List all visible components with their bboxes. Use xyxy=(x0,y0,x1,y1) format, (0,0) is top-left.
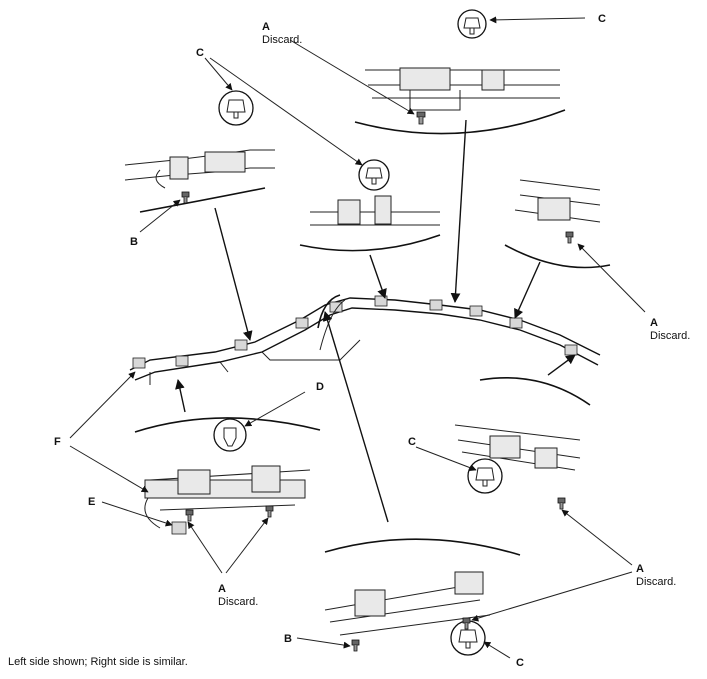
label-a-right: A xyxy=(650,317,658,329)
leader-lines xyxy=(69,16,646,659)
label-d: D xyxy=(316,381,324,393)
clip-c-callout-left xyxy=(218,90,254,126)
clip-c-callout-lower-right xyxy=(467,458,503,494)
label-c-bottom: C xyxy=(516,657,524,669)
bolt-a-icon xyxy=(265,505,274,518)
detail-bottom-center xyxy=(324,538,521,656)
label-a-lower-right: A xyxy=(636,563,644,575)
footnote: Left side shown; Right side is similar. xyxy=(8,656,188,668)
connector-e-icon xyxy=(171,521,187,535)
main-clip-4 xyxy=(295,317,309,329)
detail-lower-right xyxy=(454,377,591,510)
main-clip-7 xyxy=(429,299,443,311)
connector-arrows xyxy=(175,119,576,523)
callout-labels: A Discard. C C B A Discard. D F C E A Di… xyxy=(8,13,690,669)
detail-upper-left xyxy=(124,90,275,213)
bolt-a-icon xyxy=(185,509,194,522)
label-b-bottom: B xyxy=(284,633,292,645)
bolt-b-icon xyxy=(181,191,190,204)
main-clip-10 xyxy=(564,344,578,356)
curtain-airbag-assembly xyxy=(129,294,601,385)
bolt-a-icon xyxy=(565,231,574,244)
bolt-a-icon xyxy=(557,497,566,510)
label-f: F xyxy=(54,436,61,448)
label-a-top: A xyxy=(262,21,270,33)
main-clip-1 xyxy=(132,357,146,369)
label-a-lower-left: A xyxy=(218,583,226,595)
label-c-top-right: C xyxy=(598,13,606,25)
main-clip-3 xyxy=(234,339,248,351)
bolt-a-icon xyxy=(462,617,471,630)
main-clip-8 xyxy=(469,305,483,317)
detail-center xyxy=(299,159,441,252)
label-b-upper-left: B xyxy=(130,236,138,248)
detail-top-center xyxy=(354,9,566,135)
detail-upper-right xyxy=(504,179,611,269)
clip-d-callout xyxy=(213,418,247,452)
clip-c-callout-center xyxy=(358,159,390,191)
label-c-lower-right: C xyxy=(408,436,416,448)
main-clip-2 xyxy=(175,355,189,367)
label-e: E xyxy=(88,496,95,508)
clip-c-callout-top xyxy=(457,9,487,39)
detail-lower-left xyxy=(134,417,321,535)
main-clip-5 xyxy=(329,301,343,313)
label-a-top-discard: Discard. xyxy=(262,34,302,46)
main-clip-9 xyxy=(509,317,523,329)
label-a-lower-left-discard: Discard. xyxy=(218,596,258,608)
label-a-right-discard: Discard. xyxy=(650,330,690,342)
bolt-b-icon xyxy=(351,639,360,652)
bolt-a-icon xyxy=(416,111,426,125)
label-a-lower-right-discard: Discard. xyxy=(636,576,676,588)
label-c-upper-left: C xyxy=(196,47,204,59)
